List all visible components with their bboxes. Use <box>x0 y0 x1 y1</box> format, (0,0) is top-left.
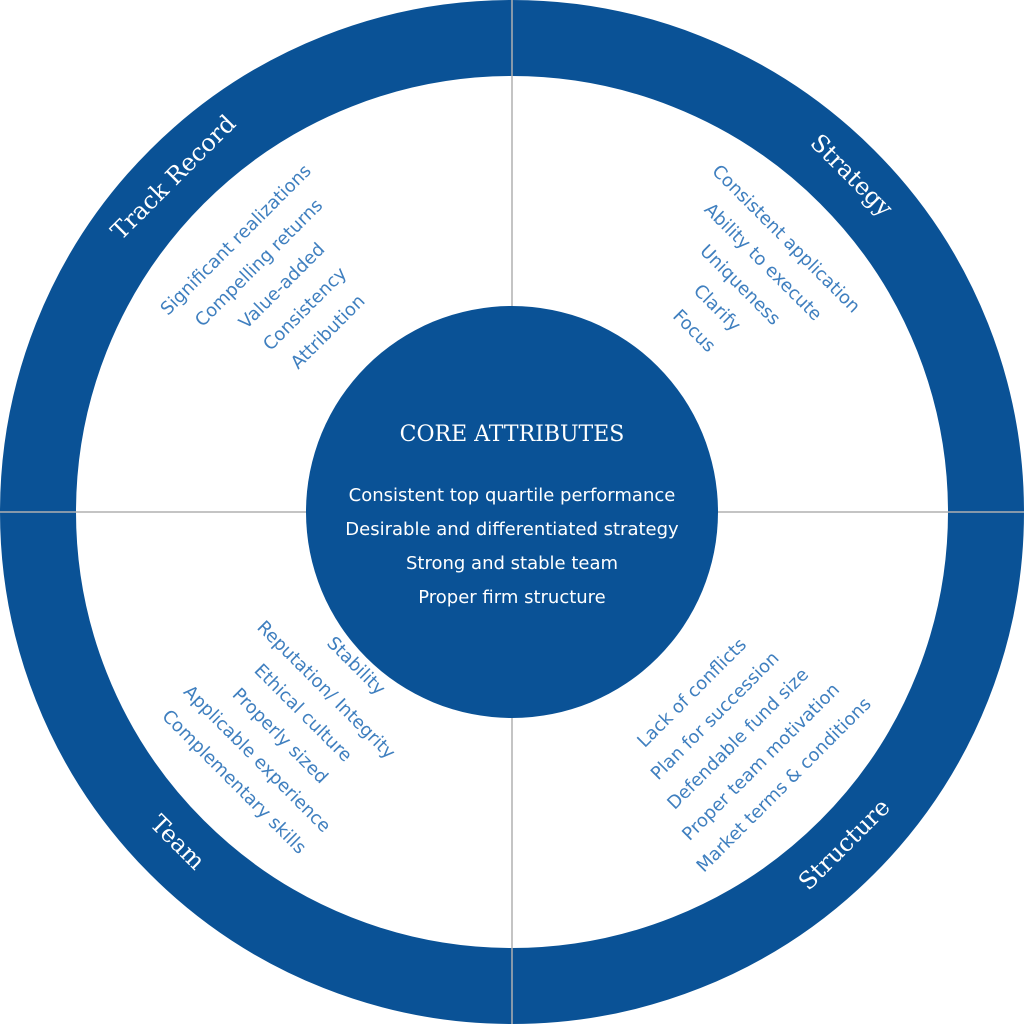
core-item: Desirable and differentiated strategy <box>345 519 679 540</box>
core-circle <box>306 306 718 718</box>
core-item: Strong and stable team <box>406 553 618 574</box>
core-title: CORE ATTRIBUTES <box>400 422 625 447</box>
core-item: Consistent top quartile performance <box>349 485 676 506</box>
core-item: Proper firm structure <box>418 587 606 608</box>
